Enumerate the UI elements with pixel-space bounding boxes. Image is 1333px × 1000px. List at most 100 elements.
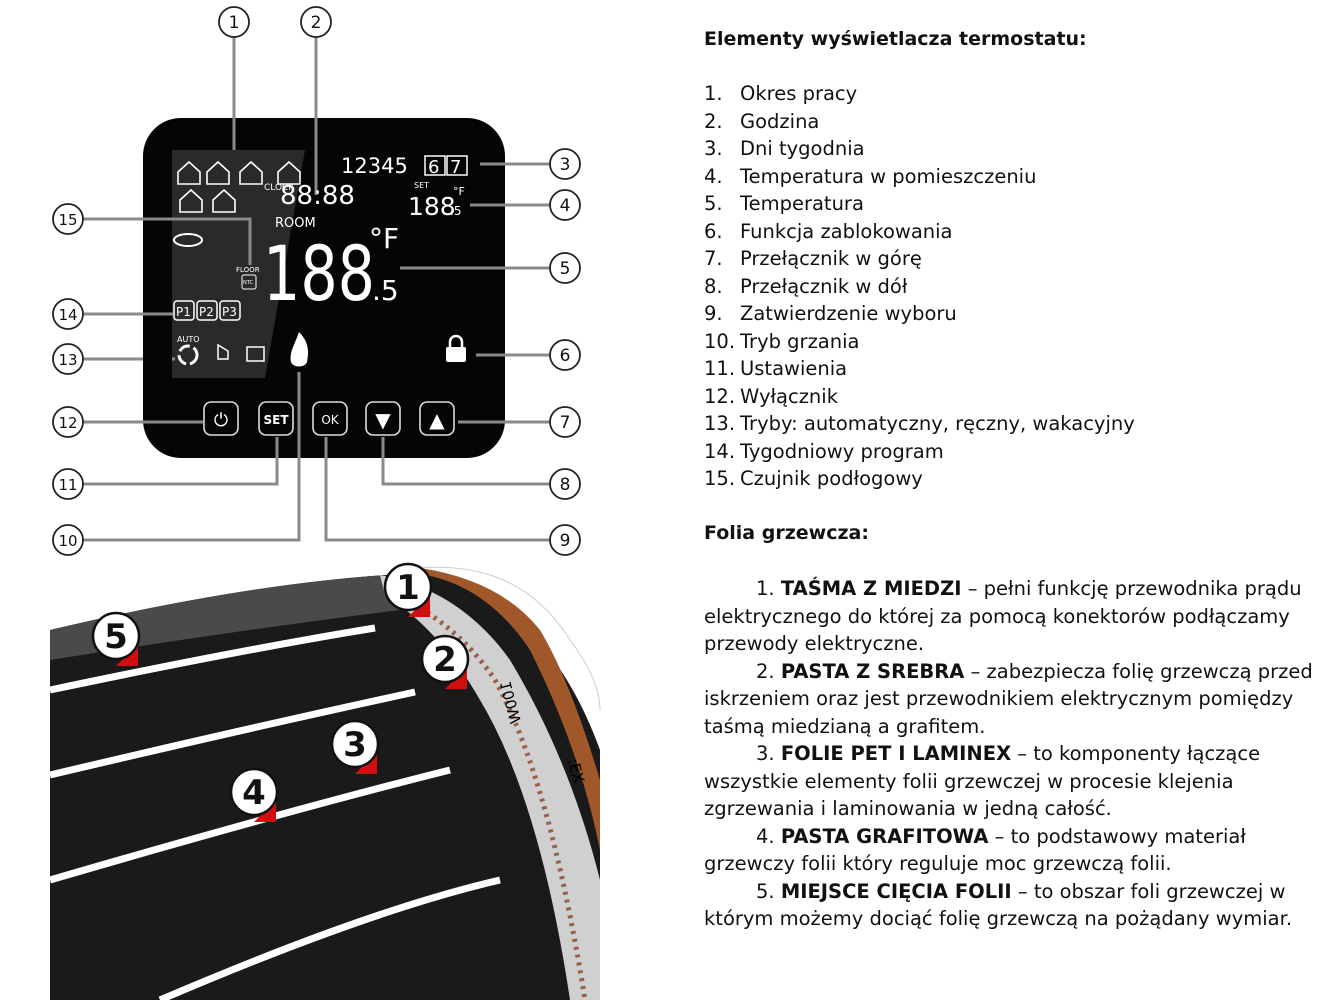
callout-number: 1: [396, 568, 420, 608]
legend-item: 10.Tryb grzania: [704, 328, 1324, 356]
legend-item-label: Temperatura w pomieszczeniu: [740, 164, 1037, 188]
legend-item: 2. Godzina: [704, 108, 1324, 136]
component-text: – to obszar foli grzewczej w którym może…: [704, 879, 1293, 931]
power-button[interactable]: [203, 401, 239, 436]
legend-item-label: Tryb grzania: [740, 329, 860, 353]
component-term: MIEJSCE CIĘCIA FOLII: [780, 879, 1012, 903]
component-number: 5.: [756, 879, 775, 903]
down-arrow-icon: ▼: [375, 408, 391, 432]
callout-number: 7: [560, 413, 571, 433]
legend-item-label: Zatwierdzenie wyboru: [740, 302, 957, 325]
legend-item: 11.Ustawienia: [704, 355, 1324, 383]
callout-number: 3: [343, 725, 367, 765]
copper-tape: [400, 568, 600, 850]
callout-circle: [549, 524, 581, 556]
legend-item-label: Przełącznik w górę: [740, 247, 922, 270]
set-label: SET: [414, 181, 429, 190]
callout-circle: [52, 406, 84, 438]
thermostat-diagram: CLOCK 88:88 12345 6 7 SET 188 .5 °F ROOM…: [52, 6, 581, 556]
auto-label: AUTO: [177, 335, 200, 344]
callout-circle: [549, 406, 581, 438]
legend-item: 1. Okres pracy: [704, 80, 1324, 108]
legend-item-number: 11.: [704, 357, 736, 380]
legend-item: 15.Czujnik podłogowy: [704, 465, 1324, 493]
set-unit: °F: [453, 185, 465, 198]
room-decimal: .5: [372, 274, 399, 307]
ntc-label: NTC: [243, 280, 254, 286]
legend-item-number: 5.: [704, 192, 723, 215]
callout-number: 9: [560, 531, 571, 551]
ok-button[interactable]: [312, 401, 348, 436]
callout-number: 15: [58, 211, 77, 229]
callout-circle: [549, 468, 581, 500]
callout-number: 11: [58, 476, 77, 494]
component-term: TAŚMA Z MIEDZI: [780, 577, 962, 600]
floor-label: FLOOR: [236, 266, 260, 274]
legend-item-number: 15.: [704, 467, 736, 490]
callout-circle: [300, 6, 332, 38]
legend-item-label: Czujnik podłogowy: [740, 467, 923, 490]
work-period-icons: [177, 160, 301, 213]
component-number: 1.: [756, 577, 775, 600]
legend-item-label: Tryby: automatyczny, ręczny, wakacyjny: [740, 412, 1135, 435]
weekday-7: 7: [450, 157, 461, 178]
program-p2: P2: [199, 305, 214, 319]
legend-item: 7. Przełącznik w górę: [704, 245, 1324, 273]
callout-circle: [420, 634, 470, 684]
legend-item-label: Przełącznik w dół: [740, 274, 908, 298]
callout-circle: [52, 524, 84, 556]
callout-number: 8: [560, 475, 571, 495]
film-component-description: 2. PASTA Z SREBRA – zabezpiecza folię gr…: [704, 658, 1324, 741]
component-number: 2.: [756, 659, 775, 683]
legend-item: 3. Dni tygodnia: [704, 135, 1324, 163]
set-decimal: .5: [450, 204, 461, 218]
legend-item-number: 4.: [704, 164, 723, 188]
legend-item-number: 1.: [704, 82, 723, 105]
room-temperature: 188: [263, 229, 375, 318]
callout-circle: [549, 252, 581, 284]
film-section-text: 1. TAŚMA Z MIEDZI – pełni funkcję przewo…: [704, 575, 1324, 933]
legend-item-label: Wyłącznik: [740, 384, 838, 408]
callout-number: 14: [58, 306, 77, 324]
legend-list: 1. Okres pracy 2. Godzina 3. Dni tygodnia 4. Te…: [704, 80, 1324, 493]
legend-item-label: Ustawienia: [740, 357, 848, 380]
weekday-6: 6: [428, 157, 439, 178]
room-label: ROOM: [275, 216, 316, 231]
room-unit: °F: [369, 222, 399, 255]
program-p1: P1: [176, 305, 191, 319]
callout-number: 4: [242, 773, 266, 813]
film-section-title: Folia grzewcza:: [704, 522, 869, 544]
callout-number: 10: [58, 532, 77, 550]
legend-item-label: Dni tygodnia: [740, 137, 865, 160]
legend-item: 8. Przełącznik w dół: [704, 273, 1324, 301]
up-button[interactable]: [419, 401, 455, 436]
legend-item-number: 2.: [704, 109, 723, 133]
legend-item-number: 7.: [704, 247, 723, 270]
legend-item-label: Godzina: [740, 109, 820, 133]
component-number: 3.: [756, 742, 775, 765]
film-component-description: 3. FOLIE PET I LAMINEX – to komponenty ł…: [704, 740, 1324, 823]
callout-number: 2: [433, 640, 457, 680]
legend-item-label: Funkcja zablokowania: [740, 219, 953, 243]
callout-number: 5: [560, 259, 571, 279]
set-temperature: 188: [408, 192, 456, 221]
set-button[interactable]: [258, 401, 294, 436]
callout-number: 4: [560, 196, 571, 216]
callout-circle: [218, 6, 250, 38]
callout-circle: [52, 298, 84, 330]
legend-item-label: Okres pracy: [740, 82, 858, 105]
callout-circle: [549, 339, 581, 371]
component-number: 4.: [756, 824, 775, 848]
component-term: PASTA GRAFITOWA: [780, 824, 989, 848]
ok-button-label: OK: [321, 413, 339, 427]
callout-circle: [52, 468, 84, 500]
legend-item-number: 9.: [704, 302, 723, 325]
legend-item-number: 8.: [704, 274, 723, 298]
power-icon: ⏻: [214, 410, 228, 431]
callout-number: 3: [560, 155, 571, 175]
lock-icon: [446, 334, 466, 362]
down-button[interactable]: [365, 401, 401, 436]
callout-number: 2: [311, 13, 322, 33]
legend-item-number: 3.: [704, 137, 723, 160]
film-component-description: 5. MIEJSCE CIĘCIA FOLII – to obszar foli…: [704, 878, 1324, 933]
